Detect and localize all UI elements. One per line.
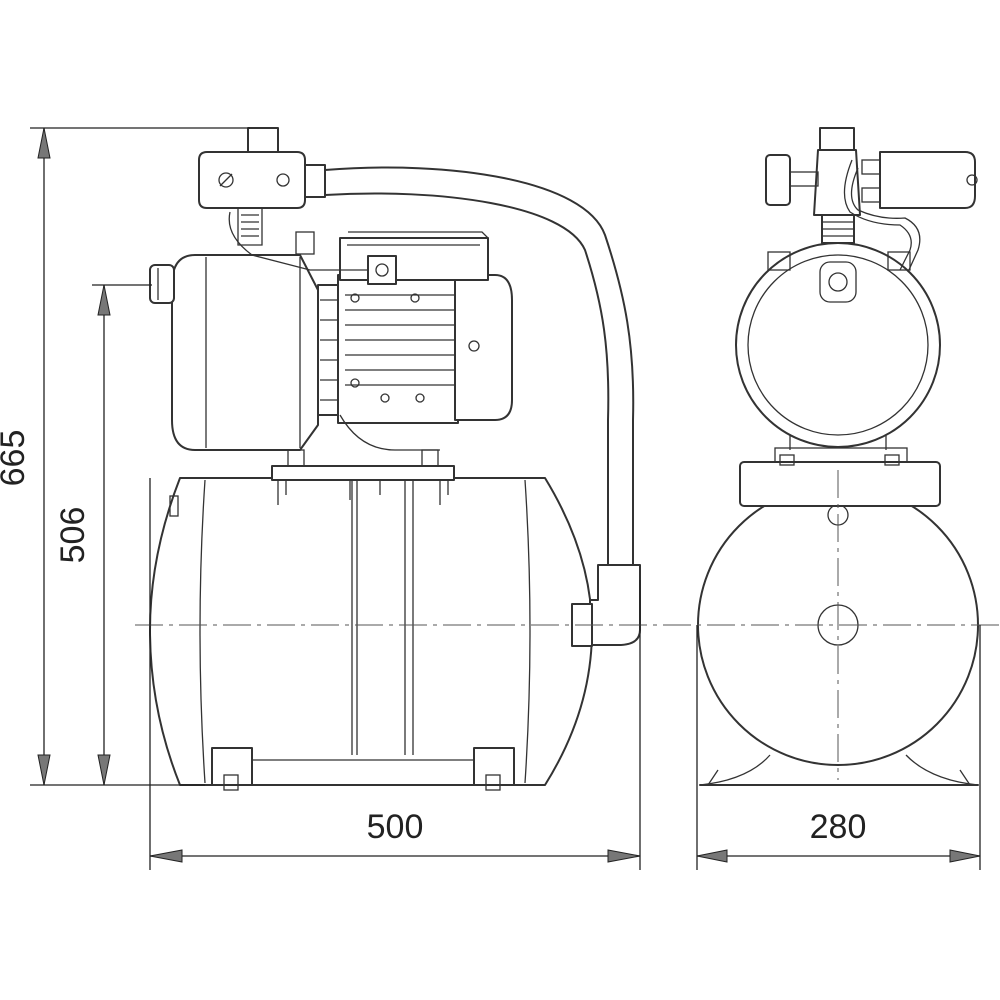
side-view-tank-feet <box>204 747 526 791</box>
dimension-label-pump-height: 506 <box>54 507 92 564</box>
front-view <box>697 127 979 786</box>
side-view-pump-bracket <box>271 449 455 505</box>
front-view-pressure-switch <box>765 127 978 273</box>
side-view-pump-housing <box>149 254 319 451</box>
side-view <box>149 127 641 791</box>
front-view-base-plate <box>739 461 941 507</box>
side-view-motor <box>317 231 513 451</box>
side-view-tank <box>149 477 593 786</box>
front-view-stand <box>699 754 979 786</box>
dimension-pump-height <box>92 284 152 786</box>
dimension-label-depth: 280 <box>810 808 867 846</box>
side-view-pressure-switch <box>198 127 397 285</box>
dimension-overall-height <box>30 127 250 786</box>
dimension-depth <box>696 625 981 870</box>
dimension-label-width: 500 <box>367 808 424 846</box>
dimension-width <box>149 478 641 870</box>
dimension-label-overall-height: 665 <box>0 430 32 487</box>
